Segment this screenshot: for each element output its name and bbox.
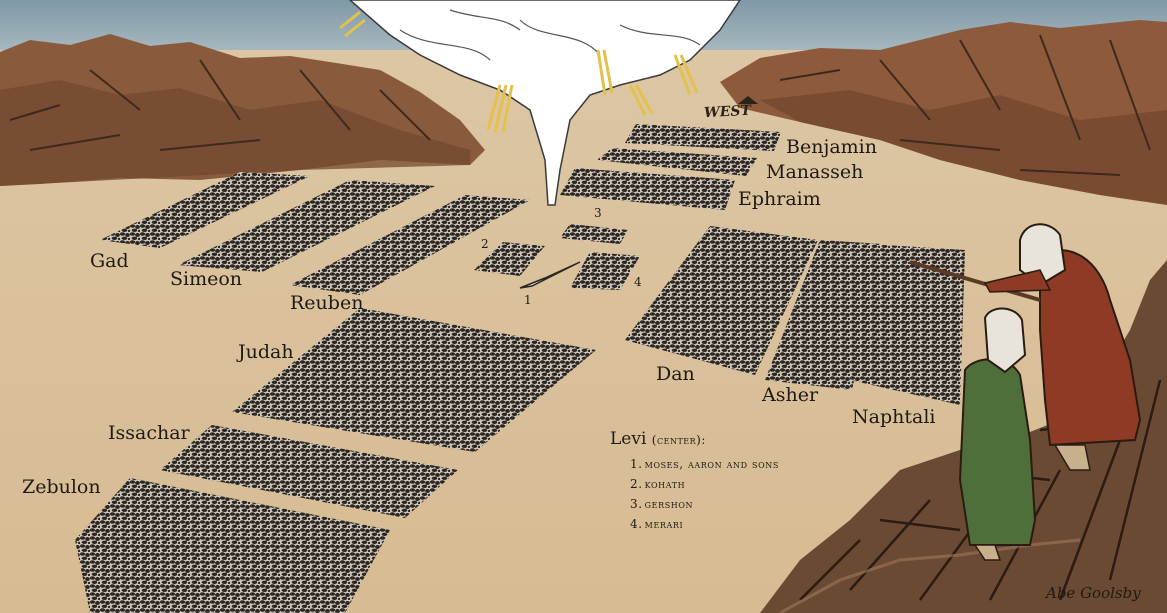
- tribe-label-dan: Dan: [656, 363, 695, 385]
- legend-list: 1.moses, aaron and sons 2.kohath 3.gersh…: [630, 454, 779, 534]
- cloud-pillar: [339, 0, 741, 206]
- legend-item-text: gershon: [644, 497, 694, 511]
- legend-item-text: merari: [644, 517, 684, 531]
- west-direction-label: WEST: [703, 102, 752, 122]
- legend-item-number: 3.: [630, 497, 643, 511]
- legend-subtitle: (center):: [651, 433, 706, 447]
- tribe-label-ephraim: Ephraim: [738, 188, 821, 210]
- tribe-label-naphtali: Naphtali: [852, 406, 936, 428]
- levite-marker-1: 1: [524, 293, 532, 307]
- boy-figure: [958, 307, 1037, 561]
- tribe-label-issachar: Issachar: [108, 422, 190, 444]
- legend-item: 2.kohath: [630, 474, 779, 494]
- legend-item: 1.moses, aaron and sons: [630, 454, 779, 474]
- west-arrow-icon: [738, 96, 758, 104]
- artist-signature: Abe Goolsby: [1046, 584, 1141, 602]
- camp-blocks: [75, 124, 965, 613]
- tribe-label-gad: Gad: [90, 250, 129, 272]
- tribe-label-benjamin: Benjamin: [786, 136, 877, 158]
- levite-marker-2: 2: [481, 237, 489, 251]
- left-mountains: [0, 34, 485, 186]
- levi-legend: Levi (center): 1.moses, aaron and sons 2…: [610, 431, 779, 534]
- tribe-label-manasseh: Manasseh: [766, 161, 864, 183]
- tribe-label-zebulon: Zebulon: [22, 476, 101, 498]
- legend-item-number: 4.: [630, 517, 643, 531]
- tribe-label-simeon: Simeon: [170, 268, 243, 290]
- tribe-label-asher: Asher: [762, 384, 819, 406]
- tribe-label-reuben: Reuben: [290, 292, 364, 314]
- legend-item: 3.gershon: [630, 494, 779, 514]
- legend-item: 4.merari: [630, 514, 779, 534]
- levite-marker-4: 4: [634, 275, 642, 289]
- legend-item-number: 1.: [630, 457, 643, 471]
- right-mountains: [720, 20, 1167, 205]
- legend-title: Levi (center):: [610, 431, 779, 448]
- tribe-label-judah: Judah: [238, 341, 294, 363]
- levite-marker-3: 3: [594, 206, 602, 220]
- tabernacle: [519, 261, 581, 289]
- legend-item-number: 2.: [630, 477, 643, 491]
- legend-item-text: kohath: [644, 477, 686, 491]
- legend-title-text: Levi: [610, 429, 647, 449]
- legend-item-text: moses, aaron and sons: [644, 457, 779, 471]
- moses-figure: [909, 223, 1142, 471]
